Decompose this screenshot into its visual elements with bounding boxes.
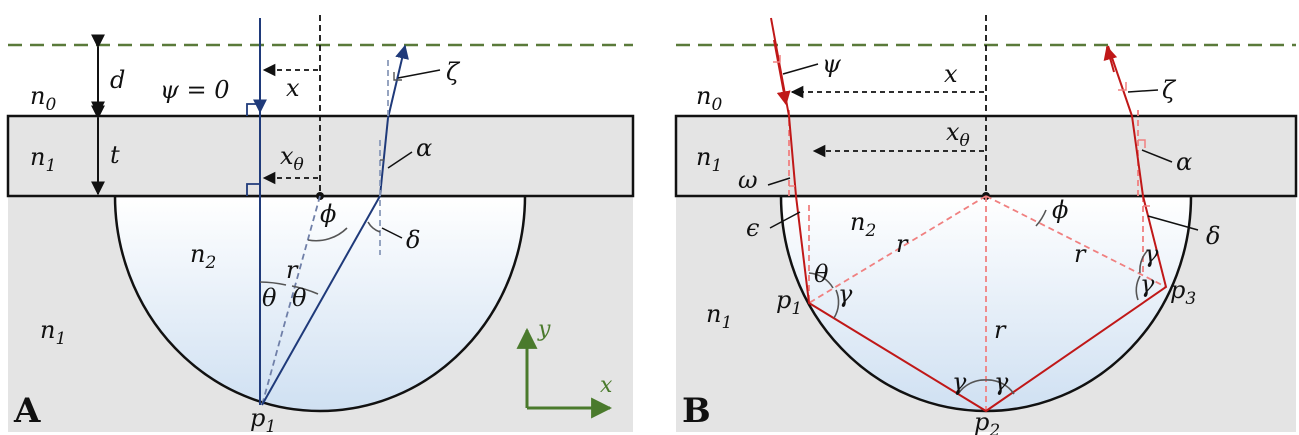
label-psi-zero: ψ = 0 (160, 76, 229, 104)
label-p1-b: p1 (776, 286, 802, 319)
alpha-mark (1138, 139, 1146, 148)
theta-arc-1 (259, 281, 287, 286)
axis-label-x: x (600, 373, 613, 398)
label-x-b: x (944, 60, 958, 88)
zeta-arc (393, 72, 402, 81)
hemisphere-lens-b (779, 194, 1193, 413)
radius-p3 (985, 195, 1167, 288)
zeta-mark (1118, 82, 1127, 91)
gamma-arc-p1 (833, 289, 840, 319)
label-phi-b: ϕ (1052, 196, 1068, 224)
reflected-ray-lens (261, 195, 381, 406)
psi-mark (773, 55, 781, 63)
label-epsilon: ϵ (746, 214, 759, 242)
label-gamma-p2-left: γ (952, 368, 967, 396)
label-x: x (286, 74, 300, 102)
panel-b: n0 n1 n2 n1 ψ x xθ ζ α ω ϵ ϕ δ r r r θ γ… (674, 15, 1298, 435)
label-p1: p1 (250, 404, 276, 435)
theta-arc-2 (291, 285, 319, 295)
label-n0-b: n0 (696, 82, 722, 115)
delta-pointer-b (1147, 215, 1199, 231)
label-gamma-p3-upper: γ (1144, 240, 1159, 268)
alpha-pointer (387, 151, 413, 169)
radius-dashed (261, 195, 321, 406)
label-n1-below-b: n1 (706, 300, 732, 333)
label-n1-below: n1 (40, 316, 66, 349)
label-r: r (286, 256, 299, 284)
label-n1-slab: n1 (30, 143, 56, 176)
label-n2: n2 (190, 240, 216, 273)
phi-arc-b (1035, 209, 1047, 227)
phi-arc (307, 227, 348, 242)
delta-arc (367, 221, 381, 233)
gamma-arc-p3-lower (1135, 275, 1141, 301)
alpha-pointer-b (1141, 149, 1173, 163)
psi-pointer (782, 63, 819, 75)
ray-path-b (788, 45, 1168, 413)
delta-pointer (381, 227, 403, 239)
gamma-arc-p3-upper (1139, 249, 1149, 274)
label-gamma-p2-right: γ (994, 368, 1009, 396)
panel-letter-a: A (13, 391, 41, 431)
axis-label-y: y (537, 317, 551, 342)
radius-p1 (808, 195, 987, 304)
omega-pointer (767, 177, 791, 186)
label-x-theta-b: xθ (946, 118, 970, 151)
panel-letter-b: B (682, 391, 711, 431)
exit-ray-b-arrow (1103, 45, 1118, 73)
label-delta: δ (406, 226, 420, 254)
reflected-ray-slab (379, 117, 389, 197)
right-angle-marker-bottom (246, 183, 260, 196)
label-theta-1: θ (262, 284, 277, 312)
zeta-pointer-b (1127, 89, 1159, 93)
label-n1-slab-b: n1 (696, 143, 722, 176)
label-zeta: ζ (446, 58, 461, 86)
right-angle-marker-top (246, 103, 260, 116)
panel-a: n0 n1 n2 n1 d t ψ = 0 x xθ ζ α ϕ δ r θ θ… (6, 15, 635, 435)
exit-ray (387, 44, 409, 119)
label-p2-b: p2 (974, 408, 1000, 435)
gamma-arc-p2-left (957, 379, 987, 395)
label-r-2: r (994, 316, 1007, 344)
label-psi-b: ψ (822, 50, 842, 78)
label-phi: ϕ (320, 200, 336, 228)
label-alpha: α (416, 134, 432, 162)
label-r-3: r (1074, 240, 1087, 268)
label-r-1: r (896, 230, 909, 258)
epsilon-pointer (769, 211, 801, 229)
label-p3-b: p3 (1170, 276, 1196, 309)
label-n0: n0 (30, 82, 56, 115)
label-theta-b: θ (814, 260, 829, 288)
label-delta-b: δ (1206, 222, 1220, 250)
label-d: d (110, 66, 125, 94)
label-n2-b: n2 (850, 208, 876, 241)
label-gamma-p3-lower: γ (1140, 270, 1155, 298)
theta-arc-b (808, 272, 834, 289)
label-gamma-p1: γ (838, 280, 853, 308)
label-theta-2: θ (292, 284, 307, 312)
zeta-pointer (397, 69, 441, 79)
gamma-arc-p2-right (985, 379, 1015, 395)
label-zeta-b: ζ (1162, 76, 1177, 104)
incident-ray-b-arrow (773, 39, 791, 106)
label-t: t (110, 141, 120, 169)
label-alpha-b: α (1176, 148, 1192, 176)
label-omega: ω (738, 166, 758, 194)
label-x-theta: xθ (280, 142, 304, 175)
